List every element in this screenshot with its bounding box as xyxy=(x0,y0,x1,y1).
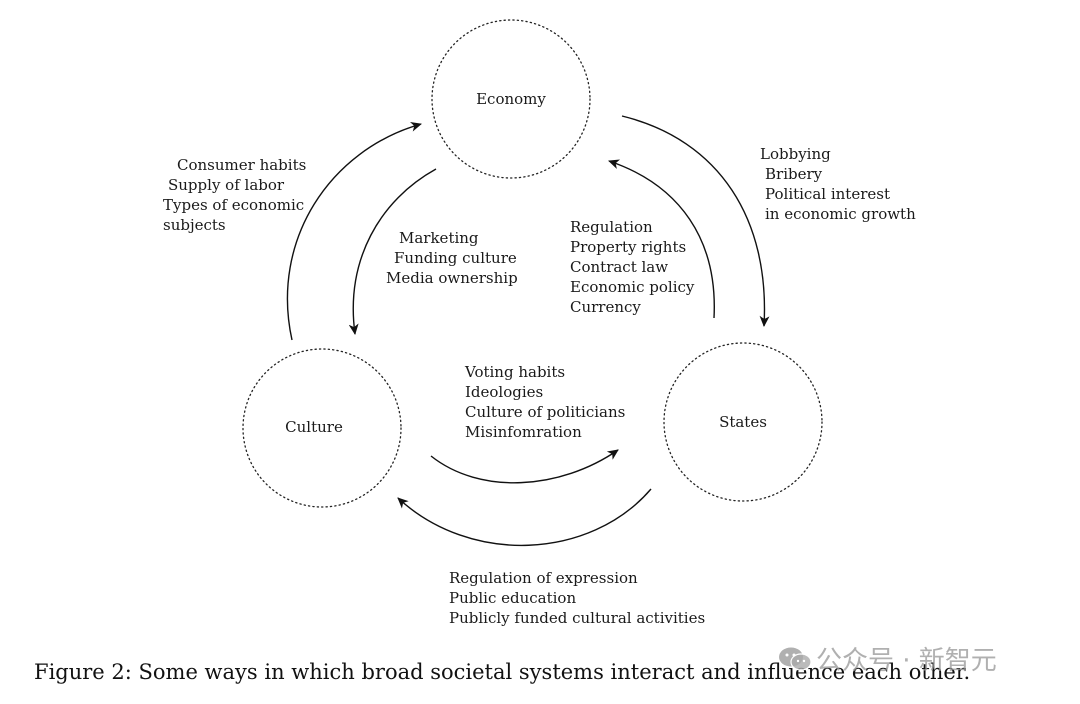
edge-text-line: Regulation xyxy=(570,218,653,236)
arrow-economy-to-states xyxy=(621,115,770,327)
culture-label: Culture xyxy=(285,418,343,436)
culture-circle xyxy=(242,348,402,508)
edge-text-line: Regulation of expression xyxy=(449,569,638,587)
label-culture-to-states: Voting habits Ideologies Culture of poli… xyxy=(464,363,625,441)
watermark: 公众号 · 新智元 xyxy=(778,640,997,677)
arrow-culture-to-states xyxy=(430,449,619,484)
edge-text-line: Publicly funded cultural activities xyxy=(449,609,705,627)
edge-text-line: Currency xyxy=(570,298,641,316)
edge-text-line: Property rights xyxy=(570,238,686,256)
arrow-states-to-economy xyxy=(608,159,715,319)
edge-text-line: Lobbying xyxy=(760,145,831,163)
edge-text-line: Political interest xyxy=(765,185,890,203)
economy-label: Economy xyxy=(476,90,546,108)
arrow-economy-to-culture xyxy=(348,168,437,335)
edge-text-line: subjects xyxy=(163,216,226,234)
edge-text-line: Supply of labor xyxy=(168,176,285,194)
label-economy-to-culture: Marketing Funding culture Media ownershi… xyxy=(386,229,518,287)
node-economy: Economy xyxy=(431,19,591,179)
wechat-icon xyxy=(779,647,812,671)
watermark-text: 公众号 · 新智元 xyxy=(816,646,997,676)
label-states-to-culture: Regulation of expression Public educatio… xyxy=(449,569,705,627)
edge-text-line: Media ownership xyxy=(386,269,518,287)
label-economy-to-states: Lobbying Bribery Political interest in e… xyxy=(760,145,916,223)
edge-text-line: Ideologies xyxy=(465,383,543,401)
label-culture-to-economy: Consumer habits Supply of labor Types of… xyxy=(163,156,306,234)
edge-text-line: Misinfomration xyxy=(465,423,582,441)
label-states-to-economy: Regulation Property rights Contract law … xyxy=(570,218,695,316)
arrow-states-to-culture xyxy=(397,488,652,546)
edge-text-line: Funding culture xyxy=(394,249,517,267)
edge-text-line: Culture of politicians xyxy=(465,403,625,421)
edge-text-line: Types of economic xyxy=(163,196,304,214)
edge-text-line: Public education xyxy=(449,589,576,607)
edge-text-line: Contract law xyxy=(570,258,668,276)
arrow-culture-to-economy xyxy=(286,121,422,341)
node-states: States xyxy=(663,342,823,502)
figure-caption: Figure 2: Some ways in which broad socie… xyxy=(34,660,971,684)
edge-text-line: Consumer habits xyxy=(177,156,306,174)
edge-text-line: in economic growth xyxy=(765,205,916,223)
states-circle xyxy=(663,342,823,502)
edge-text-line: Bribery xyxy=(765,165,823,183)
edge-text-line: Marketing xyxy=(399,229,479,247)
states-label: States xyxy=(719,413,767,431)
edge-text-line: Voting habits xyxy=(464,363,565,381)
node-culture: Culture xyxy=(242,348,402,508)
edge-text-line: Economic policy xyxy=(570,278,695,296)
economy-circle xyxy=(431,19,591,179)
